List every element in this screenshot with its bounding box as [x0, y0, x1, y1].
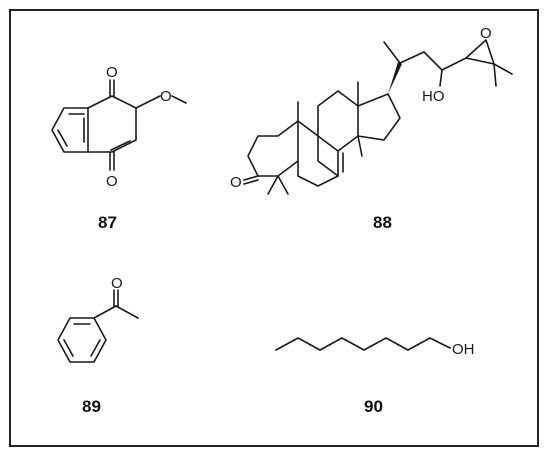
figure-frame	[9, 9, 539, 447]
compound-87-oxygen-bottom: O	[106, 173, 118, 190]
compound-88-label: 88	[373, 213, 392, 232]
compound-87-label: 87	[98, 213, 117, 232]
compound-87-oxygen-top: O	[106, 64, 118, 81]
compound-88-ring-c	[317, 90, 359, 152]
compound-88-hydroxyl: HO	[422, 88, 445, 105]
compound-87-oxygen-methoxy: O	[160, 88, 172, 105]
compound-88-oxygen-epoxide: O	[480, 25, 492, 42]
compound-87-structure	[51, 79, 187, 171]
compound-88-ring-d	[357, 93, 401, 141]
compound-87-quinone-ring	[87, 95, 137, 153]
compound-90-hydroxyl: OH	[452, 341, 475, 358]
compound-88-ring-a	[247, 120, 299, 177]
compound-89-oxygen: O	[111, 275, 123, 292]
compound-90-structure	[275, 337, 451, 351]
compound-89-structure	[57, 289, 139, 363]
compound-88-structure	[243, 39, 513, 195]
compound-88-epoxide	[465, 39, 495, 65]
compound-90-label: 90	[364, 397, 383, 416]
compound-90-carbon-chain	[275, 337, 451, 351]
compound-88-oxygen-ketone: O	[230, 174, 242, 191]
compound-89-label: 89	[82, 397, 101, 416]
compound-87-benzo-ring	[51, 107, 89, 153]
